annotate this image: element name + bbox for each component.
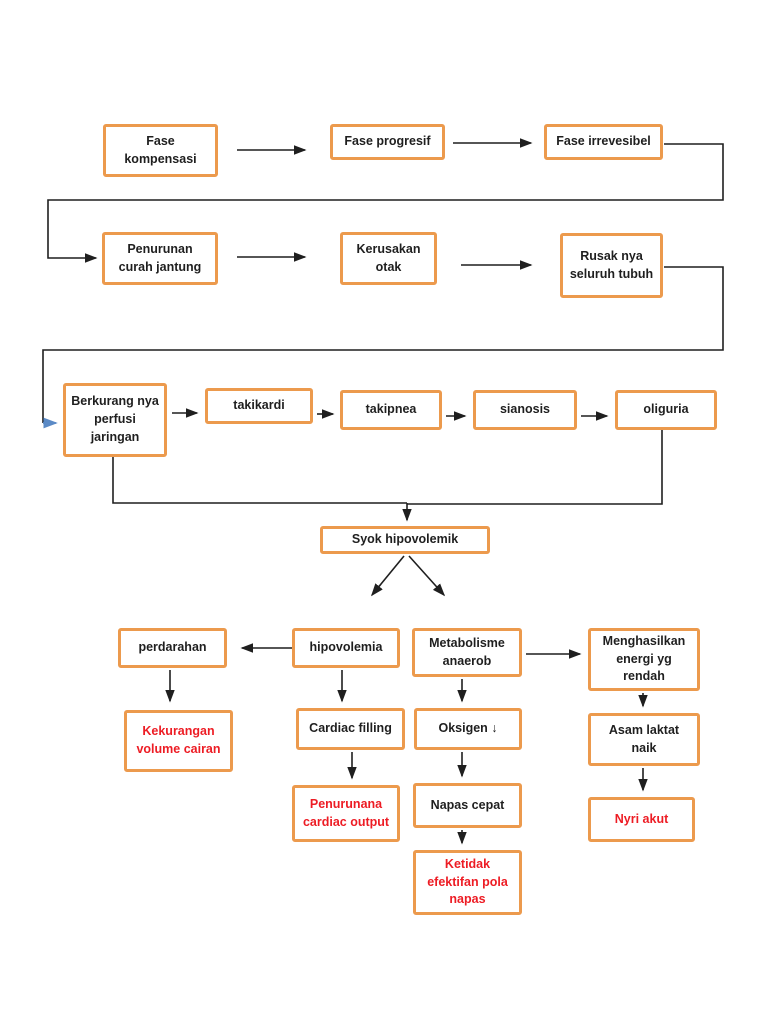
node-penurunan-curah-jantung: Penurunan curah jantung — [102, 232, 218, 285]
connector-irrevesibel-to-penurunan — [47, 143, 724, 263]
node-kerusakan-otak: Kerusakan otak — [340, 232, 437, 285]
node-menghasilkan-energi-yg-rendah: Menghasilkan energi yg rendah — [588, 628, 700, 691]
node-napas-cepat: Napas cepat — [413, 783, 522, 828]
connector-rusak-to-berkurang — [42, 266, 724, 423]
node-penurunana-cardiac-output: Penurunana cardiac output — [292, 785, 400, 842]
node-fase-progresif: Fase progresif — [330, 124, 445, 160]
node-syok-hipovolemik: Syok hipovolemik — [320, 526, 490, 554]
node-fase-kompensasi: Fase kompensasi — [103, 124, 218, 177]
node-rusak-nya-seluruh-tubuh: Rusak nya seluruh tubuh — [560, 233, 663, 298]
node-ketidak-efektifan-pola-napas: Ketidak efektifan pola napas — [413, 850, 522, 915]
node-takikardi: takikardi — [205, 388, 313, 424]
node-oliguria: oliguria — [615, 390, 717, 430]
node-sianosis: sianosis — [473, 390, 577, 430]
node-cardiac-filling: Cardiac filling — [296, 708, 405, 750]
node-nyri-akut: Nyri akut — [588, 797, 695, 842]
connector-oliguria-down — [407, 430, 663, 505]
node-takipnea: takipnea — [340, 390, 442, 430]
node-oksigen: Oksigen ↓ — [414, 708, 522, 750]
node-hipovolemia: hipovolemia — [292, 628, 400, 668]
node-berkurang-nya-perfusi-jaringan: Berkurang nya perfusi jaringan — [63, 383, 167, 457]
diagonal-arrow-right — [408, 555, 446, 597]
connector-berkurang-down — [112, 457, 407, 504]
node-metabolisme-anaerob: Metabolisme anaerob — [412, 628, 522, 677]
node-kekurangan-volume-cairan: Kekurangan volume cairan — [124, 710, 233, 772]
node-asam-laktat-naik: Asam laktat naik — [588, 713, 700, 766]
diagonal-arrow-left — [370, 555, 405, 597]
node-perdarahan: perdarahan — [118, 628, 227, 668]
node-fase-irrevesibel: Fase irrevesibel — [544, 124, 663, 160]
